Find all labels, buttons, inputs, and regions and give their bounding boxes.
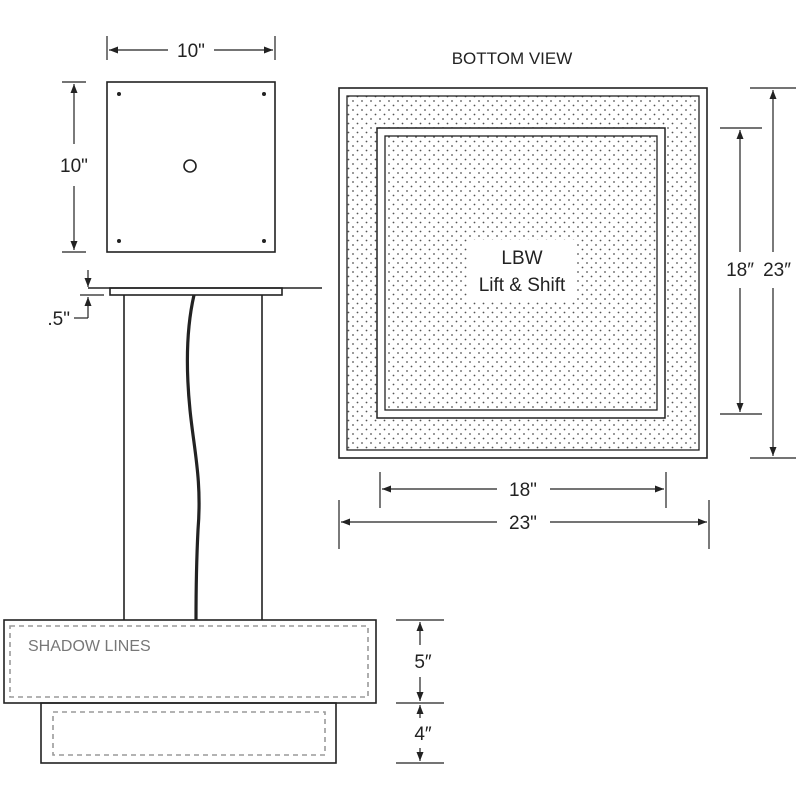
lower-shade-height-label: 4″ (414, 724, 432, 745)
model-label: LBW (501, 248, 542, 269)
inner-width-label: 18" (509, 480, 537, 501)
canopy-plate (109, 287, 283, 296)
outer-width-label: 23" (509, 513, 537, 534)
shadow-lines-label: SHADOW LINES (28, 638, 151, 655)
lower-shadow-line (52, 711, 326, 756)
canopy-thickness-dimension: .5" (47, 270, 104, 330)
mount-screw-hole (117, 92, 121, 96)
outer-height-dimension: 23″ (750, 87, 796, 459)
power-cord (185, 294, 201, 621)
canopy-height-dimension: 10" (60, 81, 88, 253)
canopy-width-dimension: 10" (106, 36, 276, 62)
inner-height-label: 18″ (726, 260, 754, 281)
outer-height-label: 23″ (763, 260, 791, 281)
inner-height-dimension: 18″ (720, 127, 762, 415)
shade-height-dimensions: 5″ 4″ (396, 619, 444, 764)
upper-shade (3, 619, 377, 704)
canopy-height-label: 10" (60, 156, 88, 177)
mount-screw-hole (262, 239, 266, 243)
lift-shift-label: Lift & Shift (479, 275, 566, 296)
bottom-view-title: BOTTOM VIEW (452, 49, 573, 68)
mount-screw-hole (117, 239, 121, 243)
canopy-thickness-label: .5" (47, 309, 70, 330)
canopy-top-view (106, 81, 276, 253)
side-view: SHADOW LINES (3, 287, 377, 764)
upper-shade-height-label: 5″ (414, 652, 432, 673)
outer-width-dimension: 23" (338, 500, 710, 549)
upper-shadow-line (9, 625, 369, 698)
lower-shade (40, 702, 337, 764)
bottom-view: LBW Lift & Shift (338, 87, 708, 459)
inner-width-dimension: 18" (379, 472, 667, 508)
mount-screw-hole (262, 92, 266, 96)
canopy-width-label: 10" (177, 41, 205, 62)
center-cord-hole (183, 159, 197, 173)
